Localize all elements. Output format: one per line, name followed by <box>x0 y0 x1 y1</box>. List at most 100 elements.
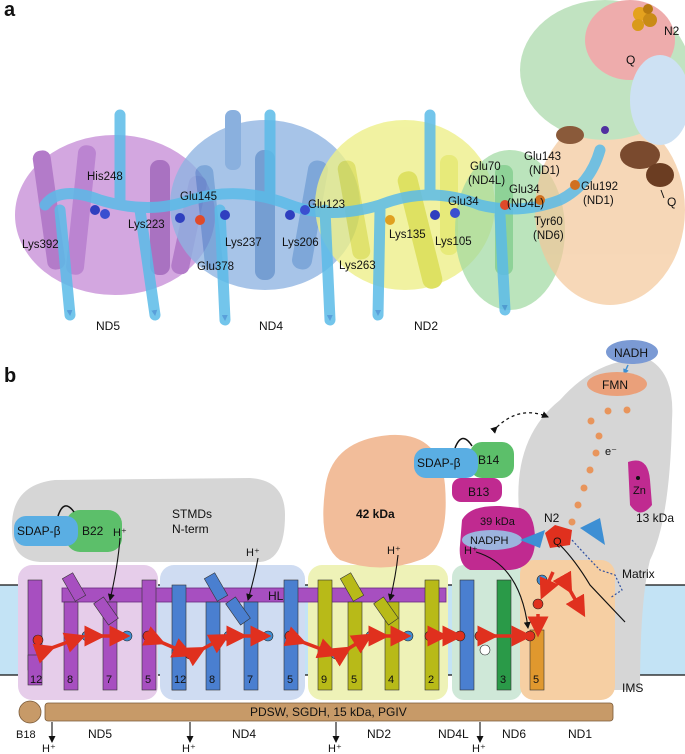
label-nd6-b: ND6 <box>502 727 526 741</box>
label-glu34: Glu34 <box>448 196 479 208</box>
label-nd4-a: ND4 <box>259 319 283 333</box>
label-lys223: Lys223 <box>128 219 165 231</box>
hplus-top-3: H⁺ <box>387 545 401 557</box>
label-lys135: Lys135 <box>389 229 426 241</box>
zn-subunit <box>628 460 652 513</box>
label-glu192-sub: (ND1) <box>583 195 614 207</box>
b14-subunit <box>470 442 514 478</box>
zn-dot <box>636 476 640 480</box>
label-sdap-left: SDAP-β <box>17 524 61 538</box>
label-sdap-right: SDAP-β <box>417 456 461 470</box>
label-lys392: Lys392 <box>22 239 59 251</box>
panel-a-letter: a <box>4 0 16 21</box>
label-n2: N2 <box>664 24 680 38</box>
label-hl: HL <box>268 589 284 603</box>
label-bottom-bar: PDSW, SGDH, 15 kDa, PGIV <box>250 705 407 719</box>
label-q-b: Q <box>553 536 562 548</box>
helix-5d: 5 <box>533 674 539 686</box>
label-glu70-sub: (ND4L) <box>468 175 505 187</box>
hplus-top-1: H⁺ <box>113 527 127 539</box>
label-42kda: 42 kDa <box>356 507 395 521</box>
label-tyr60: Tyr60 <box>534 216 563 228</box>
hplus-top-4: H⁺ <box>464 545 478 557</box>
proton-pathway-arrows <box>39 109 606 326</box>
helix-12b: 12 <box>174 674 186 686</box>
label-nd5-a: ND5 <box>96 319 120 333</box>
label-39kda: 39 kDa <box>480 516 516 528</box>
sdap-left-hook <box>57 505 75 517</box>
label-glu70: Glu70 <box>470 161 501 173</box>
sdap-right-hook <box>454 437 473 449</box>
nadph-arrow <box>520 530 545 548</box>
label-glu143-sub: (ND1) <box>529 165 560 177</box>
b18-subunit <box>18 700 42 724</box>
helix-4: 4 <box>388 674 394 686</box>
label-glu192: Glu192 <box>581 181 618 193</box>
sdap-left <box>14 516 78 546</box>
label-q-right: Q <box>667 195 676 209</box>
hplus-top-labels: H⁺ H⁺ H⁺ H⁺ <box>113 527 478 559</box>
label-electron: e⁻ <box>605 446 617 458</box>
label-tyr60-sub: (ND6) <box>533 230 564 242</box>
label-zn: Zn <box>633 485 646 497</box>
label-glu143: Glu143 <box>524 151 561 163</box>
label-nd4-b: ND4 <box>232 727 256 741</box>
label-b22: B22 <box>82 524 104 538</box>
quinone-cavity-3 <box>556 126 584 144</box>
helix-7a: 7 <box>106 674 112 686</box>
helix-number-labels: 12 8 7 5 12 8 7 5 9 5 4 2 3 5 <box>30 674 539 686</box>
label-his248: His248 <box>87 171 123 183</box>
label-b14: B14 <box>478 453 500 467</box>
helix-2: 2 <box>428 674 434 686</box>
hplus-bottom-2: H⁺ <box>182 743 196 754</box>
proton-release-arrows <box>48 722 484 743</box>
quinone-arrow <box>580 518 605 545</box>
coupling-arrows <box>32 570 586 667</box>
panel-a-misc-labels: N2 Q Q <box>626 24 680 209</box>
quinone-cavity-2 <box>646 163 674 187</box>
panel-b: b 42 kDa B13 B14 SDAP-β B22 SDAP-β <box>0 340 685 754</box>
b13-subunit <box>452 478 502 502</box>
label-lys206: Lys206 <box>282 237 319 249</box>
nadph-blob <box>462 530 522 550</box>
helix-3: 3 <box>500 674 506 686</box>
panel-a-subunit-labels: ND5 ND4 ND2 <box>96 319 438 333</box>
label-fmn: FMN <box>602 378 628 392</box>
helix-9: 9 <box>321 674 327 686</box>
label-nd2-b: ND2 <box>367 727 391 741</box>
helix-8a: 8 <box>67 674 73 686</box>
bottom-bar <box>44 702 614 722</box>
hplus-top-2: H⁺ <box>246 547 260 559</box>
label-nd2-a: ND2 <box>414 319 438 333</box>
label-nd5-b: ND5 <box>88 727 112 741</box>
hplus-bottom-labels: H⁺ H⁺ H⁺ H⁺ <box>42 743 486 754</box>
panel-b-subunit-labels: ND5 ND4 ND2 ND4L ND6 ND1 <box>88 727 592 741</box>
helix-7b: 7 <box>247 674 253 686</box>
helix-8b: 8 <box>209 674 215 686</box>
hplus-bottom-1: H⁺ <box>42 743 56 754</box>
label-ims: IMS <box>622 681 643 695</box>
label-q-top: Q <box>626 53 635 67</box>
n2-center <box>545 525 572 548</box>
label-lys105: Lys105 <box>435 236 472 248</box>
rotation-arrow <box>490 411 549 434</box>
label-stmds-nterm: N-term <box>172 522 209 536</box>
label-stmds: STMDs <box>172 507 212 521</box>
electron-path <box>568 406 631 526</box>
n2-cluster-icon <box>632 4 657 31</box>
panel-a: a <box>4 0 685 333</box>
label-nadph: NADPH <box>470 535 509 547</box>
b22-subunit <box>66 510 122 552</box>
q-pointer <box>660 189 665 199</box>
tilted-helices <box>61 572 399 626</box>
label-nd1-b: ND1 <box>568 727 592 741</box>
sdap-right <box>414 448 478 478</box>
fmn-blob <box>587 372 647 396</box>
label-glu145: Glu145 <box>180 191 217 203</box>
label-glu34b-sub: (ND4L) <box>507 198 544 210</box>
quinone-cavity <box>620 141 660 169</box>
hplus-bottom-3: H⁺ <box>328 743 342 754</box>
label-glu34b: Glu34 <box>509 184 540 196</box>
label-lys237: Lys237 <box>225 237 262 249</box>
